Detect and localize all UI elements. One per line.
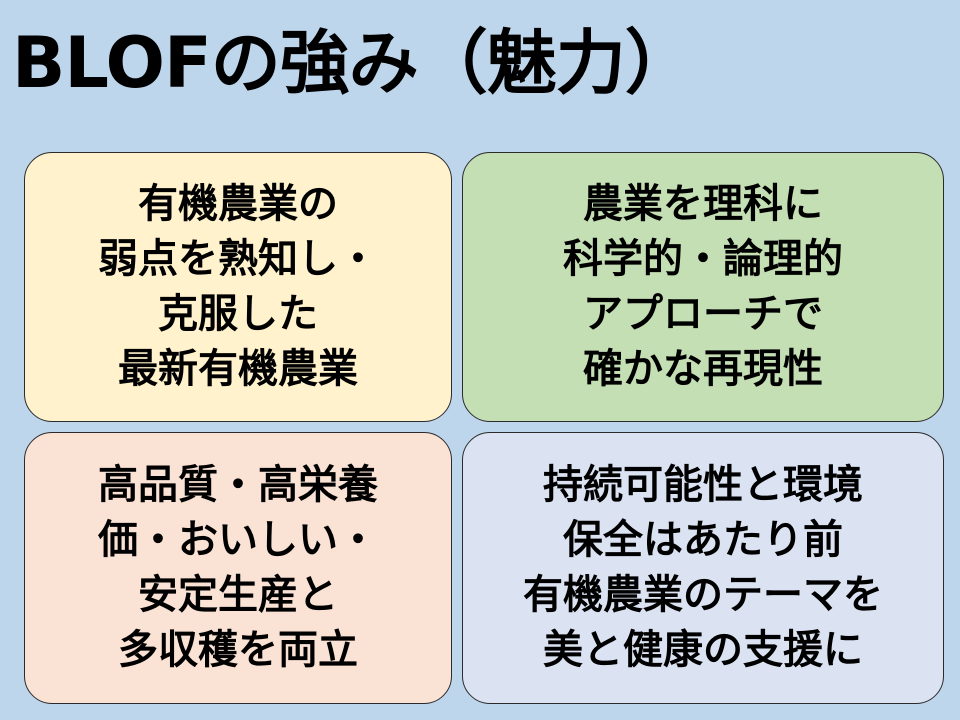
card-line: 安定生産と xyxy=(138,572,338,618)
card-text: 持続可能性と環境 保全はあたり前 有機農業のテーマを 美と健康の支援に xyxy=(523,458,883,678)
card-line: 美と健康の支援に xyxy=(543,627,863,673)
slide-title: BLOFの強み（魅力） xyxy=(12,22,695,104)
card-line: 克服した xyxy=(158,291,318,337)
card-line: 保全はあたり前 xyxy=(563,517,843,563)
card-line: アプローチで xyxy=(583,291,823,337)
card-science-approach: 農業を理科に 科学的・論理的 アプローチで 確かな再現性 xyxy=(462,152,944,422)
card-line: 有機農業の xyxy=(138,181,338,227)
card-line: 農業を理科に xyxy=(583,181,823,227)
card-line: 価・おいしい・ xyxy=(98,517,378,563)
card-sustainability: 持続可能性と環境 保全はあたり前 有機農業のテーマを 美と健康の支援に xyxy=(462,432,944,704)
card-line: 最新有機農業 xyxy=(118,346,358,392)
card-line: 有機農業のテーマを xyxy=(523,572,883,618)
card-text: 高品質・高栄養 価・おいしい・ 安定生産と 多収穫を両立 xyxy=(98,458,378,678)
card-quality-yield: 高品質・高栄養 価・おいしい・ 安定生産と 多収穫を両立 xyxy=(24,432,452,704)
card-text: 有機農業の 弱点を熟知し・ 克服した 最新有機農業 xyxy=(98,177,378,397)
card-line: 高品質・高栄養 xyxy=(98,462,378,508)
card-line: 科学的・論理的 xyxy=(563,236,843,282)
card-line: 確かな再現性 xyxy=(583,346,823,392)
card-line: 多収穫を両立 xyxy=(118,627,358,673)
card-line: 弱点を熟知し・ xyxy=(98,236,378,282)
card-text: 農業を理科に 科学的・論理的 アプローチで 確かな再現性 xyxy=(563,177,843,397)
card-organic-weakness: 有機農業の 弱点を熟知し・ 克服した 最新有機農業 xyxy=(24,152,452,422)
card-line: 持続可能性と環境 xyxy=(543,462,863,508)
